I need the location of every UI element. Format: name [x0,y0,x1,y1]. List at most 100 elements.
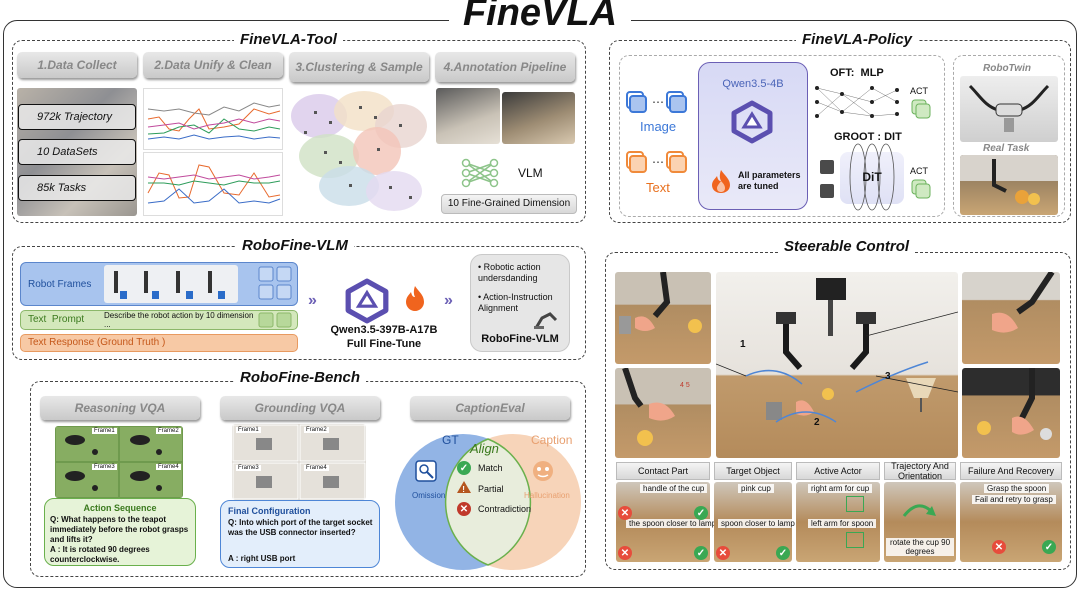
steer-photo-top-right [962,272,1060,364]
strip-target-caption-2: spoon closer to lamp [718,519,798,528]
strip-contact-caption-1: handle of the cup [640,484,708,493]
dit-label: DiT [862,170,882,184]
bench-title: RoboFine-Bench [234,369,366,386]
strip-actor-caption-1: right arm for cup [808,484,873,493]
grounding-frame-1: Frame1 [236,427,261,433]
image-label: Image [640,119,677,134]
check-icon: ✓ [694,506,708,520]
steer-title: Steerable Control [778,238,916,255]
text-prompt-box [20,310,298,330]
frame-token-icons [258,266,294,302]
strip-actor-caption-2: left arm for spoon [808,519,877,528]
qwen-logo-icon [730,100,774,144]
step-clustering: 3.Clustering & Sample [289,52,429,82]
text-response-label: Text Response (Ground Truth ) [28,337,166,348]
vlm-bullet-1: • Robotic action undersdanding [478,262,541,283]
vlm-model-name: Qwen3.5-397B-A17B [330,324,438,336]
noise-token-icon [820,160,834,174]
vlm-bullet-2: • Action-Instruction Alignment [478,292,553,313]
step-data-unify: 2.Data Unify & Clean [143,52,283,78]
cluster-plot [289,86,429,216]
partial-label: Partial [478,484,504,494]
reasoning-answer: A : It is rotated 90 degrees countercloc… [50,545,150,564]
unify-plot-top [143,88,283,150]
policy-model-name: Qwen3.5-4B [722,78,784,90]
oft-label: OFT: MLP [830,67,884,79]
svg-text:⋯: ⋯ [652,155,664,169]
text-prompt-label: Text Prompt [28,314,85,325]
contradiction-icon: ✕ [457,502,471,516]
check-icon-2: ✓ [694,546,708,560]
grounding-frame-3: Frame3 [236,465,261,471]
hallucination-label: Hallucination [524,491,570,500]
omission-label: Omission [412,491,446,500]
robot-arm-icon [532,306,560,330]
grounding-frame-4: Frame4 [304,465,329,471]
annotation-photo-1 [436,88,500,144]
match-label: Match [478,463,503,473]
text-token-icons: ⋯ [625,148,691,176]
annotation-photo-2 [502,92,575,144]
act-output-top-icon [910,98,932,120]
wrong-icon-4: ✕ [992,540,1006,554]
robot-frames-label: Robot Frames [28,279,92,290]
reasoning-frames [55,426,183,498]
grounding-frames [232,424,366,500]
act-label-bottom: ACT [910,166,928,176]
realtask-label: Real Task [983,143,1030,154]
tab-reasoning-vqa: Reasoning VQA [40,396,200,420]
vlm-bullet-2-text: Action-Instruction Alignment [478,292,553,313]
steer-photo-top-left [615,272,711,364]
path-label-2: 2 [814,417,820,428]
omission-icon [414,459,438,483]
steer-photo-bottom-right [962,368,1060,458]
reasoning-frame-2: Frame2 [156,428,181,434]
tab-grounding-vqa: Grounding VQA [220,396,380,420]
robotwin-label: RoboTwin [983,63,1031,74]
policy-title: FineVLA-Policy [796,31,919,48]
step-data-collect: 1.Data Collect [17,52,137,78]
path-label-1: 1 [740,339,746,350]
unify-plot-bottom [143,152,283,216]
vlm-output-box [470,254,570,352]
grounding-card-title: Final Configuration [228,506,311,516]
reasoning-frame-1: Frame1 [92,428,117,434]
caption-label: Caption [531,433,573,447]
policy-eval-frame [953,55,1065,217]
strip-failure-caption-2: Fail and retry to grasp [972,495,1056,504]
chevron-right-icon: » [308,292,317,309]
stat-trajectory: 972k Trajectory [18,104,136,130]
actor-highlight [846,496,864,512]
wrong-icon-2: ✕ [618,546,632,560]
text-label: Text [646,180,670,195]
category-trajectory: Trajectory And Orientation [884,461,956,481]
reasoning-question: Q: What happens to the teapot immediatel… [50,515,189,544]
prompt-text: Describe the robot action by 10 dimensio… [104,311,254,329]
prompt-token-icons [258,312,294,328]
policy-inner-frame [619,55,945,217]
mlp-network-icon [812,82,902,124]
fire-icon [710,168,732,194]
step-annotation: 4.Annotation Pipeline [435,52,575,82]
vlm-fire-icon [404,284,426,312]
svg-text:!: ! [462,485,465,494]
grounding-frame-2: Frame2 [304,427,329,433]
params-note: All parameters are tuned [738,170,801,191]
path-label-3: 3 [885,371,891,382]
gt-label: GT [442,433,459,447]
partial-icon: ! [456,480,472,494]
category-target-object: Target Object [714,462,792,480]
chevron-right-icon-2: » [444,292,453,309]
strip-contact-caption-2: the spoon closer to lamp [626,519,720,528]
vlm-title: RoboFine-VLM [236,237,354,254]
steer-photo-bottom-left [615,368,711,458]
act-label-top: ACT [910,86,928,96]
table-text: 4 5 [680,382,690,389]
category-failure: Failure And Recovery [960,462,1062,480]
tool-title: FineVLA-Tool [234,31,343,48]
stat-tasks: 85k Tasks [18,175,136,201]
hallucination-icon [531,459,555,483]
strip-target-caption-1: pink cup [738,484,774,493]
robot-frames-image [104,265,238,303]
dit-loops [840,142,904,212]
